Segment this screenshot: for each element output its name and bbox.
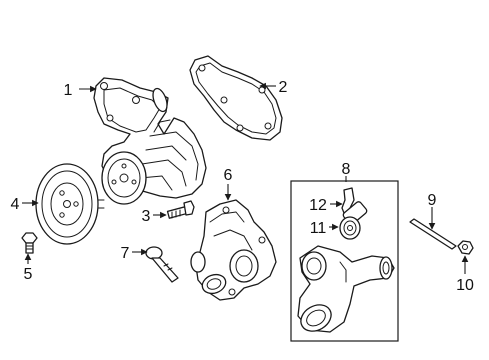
bolt-3 <box>166 200 195 219</box>
thermostat-housing <box>190 199 277 301</box>
callout-3: 3 <box>142 208 151 225</box>
callout-1: 1 <box>64 82 73 99</box>
callout-9: 9 <box>428 192 437 209</box>
callout-10: 10 <box>456 277 474 294</box>
callout-2: 2 <box>279 79 288 96</box>
callout-12: 12 <box>309 197 327 214</box>
callout-6: 6 <box>224 167 233 184</box>
stud <box>409 218 457 250</box>
bolt-7 <box>145 246 179 283</box>
callout-4: 4 <box>11 196 20 213</box>
pulley-bolt <box>21 232 38 254</box>
thermostat-housing-outlet <box>297 245 395 333</box>
thermostat <box>339 201 368 240</box>
pulley <box>35 163 105 245</box>
callout-5: 5 <box>24 266 33 283</box>
callout-8: 8 <box>342 161 351 178</box>
thermostat-assembly-box <box>290 180 399 342</box>
callout-7: 7 <box>121 245 130 262</box>
callout-11: 11 <box>310 220 327 237</box>
nut <box>457 240 474 255</box>
water-pump-housing <box>93 77 207 205</box>
gasket <box>189 55 283 141</box>
